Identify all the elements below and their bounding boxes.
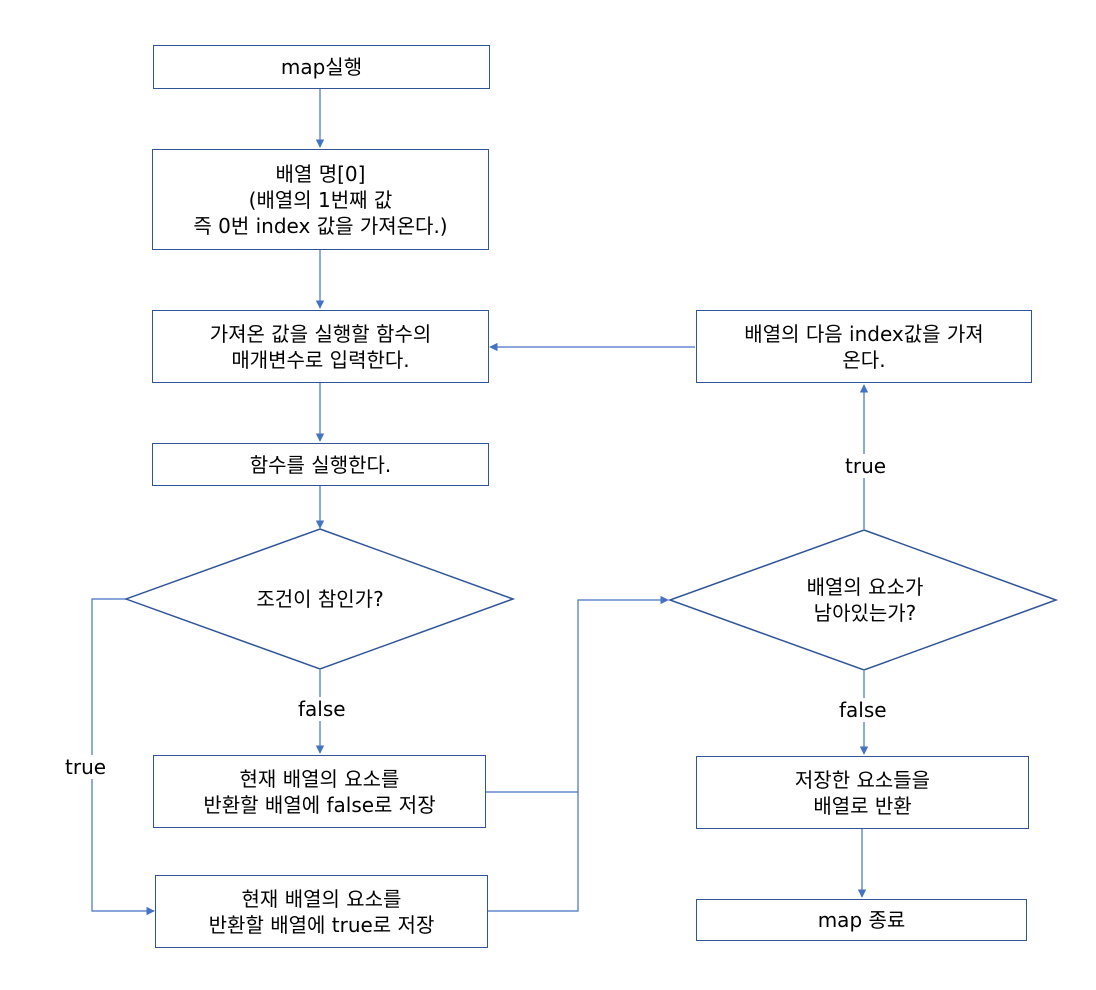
pass-parameter-box: 가져온 값을 실행할 함수의 매개변수로 입력한다. — [152, 310, 489, 383]
save-true-box: 현재 배열의 요소를 반환할 배열에 true로 저장 — [155, 875, 488, 948]
remaining-false-label: false — [837, 698, 889, 722]
condition-label: 조건이 참인가? — [256, 587, 384, 611]
condition-true-label: true — [63, 755, 109, 779]
remaining-diamond — [667, 529, 1059, 671]
start-box: map실행 — [153, 45, 490, 89]
edge-save-false-to-remaining — [486, 595, 669, 793]
save-false-box: 현재 배열의 요소를 반환할 배열에 false로 저장 — [153, 755, 486, 828]
get-next-index-box: 배열의 다음 index값을 가져 온다. — [696, 310, 1032, 383]
condition-false-label: false — [296, 697, 348, 721]
condition-diamond — [123, 528, 516, 670]
edge-save-true-to-merge — [488, 792, 579, 912]
return-array-box: 저장한 요소들을 배열로 반환 — [696, 756, 1029, 829]
get-first-value-box: 배열 명[0] (배열의 1번째 값 즉 0번 index 값을 가져온다.) — [152, 149, 489, 250]
end-box: map 종료 — [696, 899, 1027, 941]
remaining-true-label: true — [843, 454, 889, 478]
run-function-box: 함수를 실행한다. — [152, 443, 489, 486]
remaining-label: 배열의 요소가 남아있는가? — [806, 575, 924, 625]
